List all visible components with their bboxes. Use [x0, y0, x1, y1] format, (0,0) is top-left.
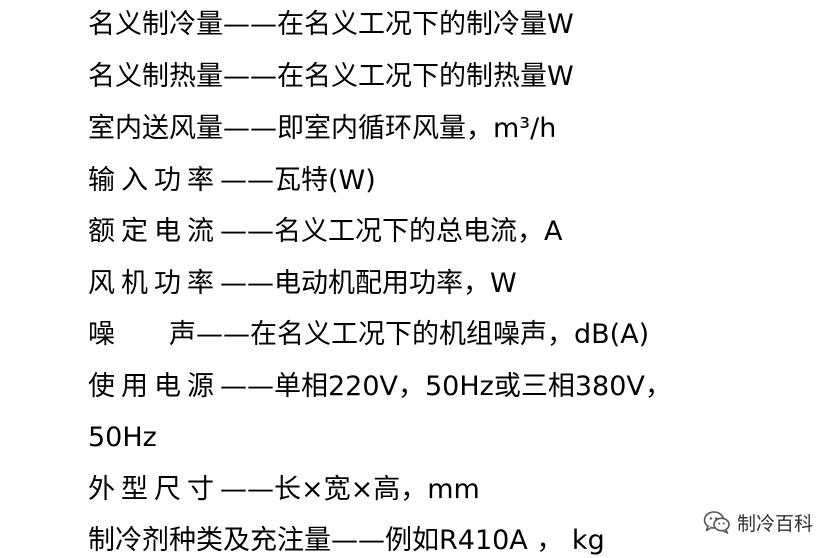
spec-dash: —— — [220, 216, 274, 247]
spec-dash: —— — [223, 113, 277, 144]
spec-term: 外型尺寸 — [88, 474, 220, 505]
spec-description: 在名义工况下的制热量W — [277, 61, 574, 92]
spec-description: 电动机配用功率，W — [274, 268, 517, 299]
spec-term: 额定电流 — [88, 216, 220, 247]
watermark-text: 制冷百科 — [736, 512, 813, 535]
spec-term: 噪 声 — [88, 319, 196, 350]
spec-description: 名义工况下的总电流，A — [274, 216, 563, 247]
spec-description: 即室内循环风量，m³/h — [277, 113, 557, 144]
spec-line-air-flow: 室内送风量——即室内循环风量，m³/h — [88, 112, 556, 146]
spec-dash: —— — [196, 319, 250, 350]
spec-line-noise: 噪 声——在名义工况下的机组噪声，dB(A) — [88, 318, 649, 352]
spec-dash: —— — [220, 165, 274, 196]
spec-line-input-power: 输入功率—— 瓦特(W) — [88, 164, 376, 198]
spec-term: 室内送风量 — [88, 113, 223, 144]
spec-description: 单相220V，50Hz或三相380V， — [274, 371, 672, 402]
wechat-icon — [703, 510, 731, 534]
spec-line-heating-capacity: 名义制热量——在名义工况下的制热量W — [88, 60, 574, 94]
spec-description: 50Hz — [88, 422, 157, 453]
spec-line-dimensions: 外型尺寸——长×宽×高，mm — [88, 473, 480, 507]
spec-line-cooling-capacity: 名义制冷量——在名义工况下的制冷量W — [88, 8, 574, 42]
spec-dash: —— — [223, 61, 277, 92]
spec-dash: —— — [220, 268, 274, 299]
spec-term: 制冷剂种类及充注量 — [88, 525, 331, 556]
spec-description: 在名义工况下的机组噪声，dB(A) — [250, 319, 650, 350]
spec-term: 输入功率 — [88, 165, 220, 196]
spec-term: 使用电源 — [88, 371, 220, 402]
spec-line-rated-current: 额定电流—— 名义工况下的总电流，A — [88, 215, 562, 249]
spec-dash: —— — [223, 9, 277, 40]
spec-line-power-supply: 使用电源——单相220V，50Hz或三相380V， — [88, 370, 672, 404]
spec-line-power-supply-cont: 50Hz — [88, 421, 157, 455]
spec-dash: —— — [220, 474, 274, 505]
spec-description: 在名义工况下的制冷量W — [277, 9, 574, 40]
spec-line-fan-power: 风机功率——电动机配用功率，W — [88, 267, 517, 301]
spec-line-refrigerant: 制冷剂种类及充注量——例如R410A ， kg — [88, 524, 605, 558]
spec-term: 名义制冷量 — [88, 9, 223, 40]
spec-term: 名义制热量 — [88, 61, 223, 92]
spec-description: 长×宽×高，mm — [274, 474, 480, 505]
watermark: 制冷百科 — [703, 507, 813, 537]
spec-description: 瓦特(W) — [274, 165, 376, 196]
spec-description: 例如R410A ， kg — [385, 525, 605, 556]
spec-term: 风机功率 — [88, 268, 220, 299]
spec-dash: —— — [331, 525, 385, 556]
spec-dash: —— — [220, 371, 274, 402]
